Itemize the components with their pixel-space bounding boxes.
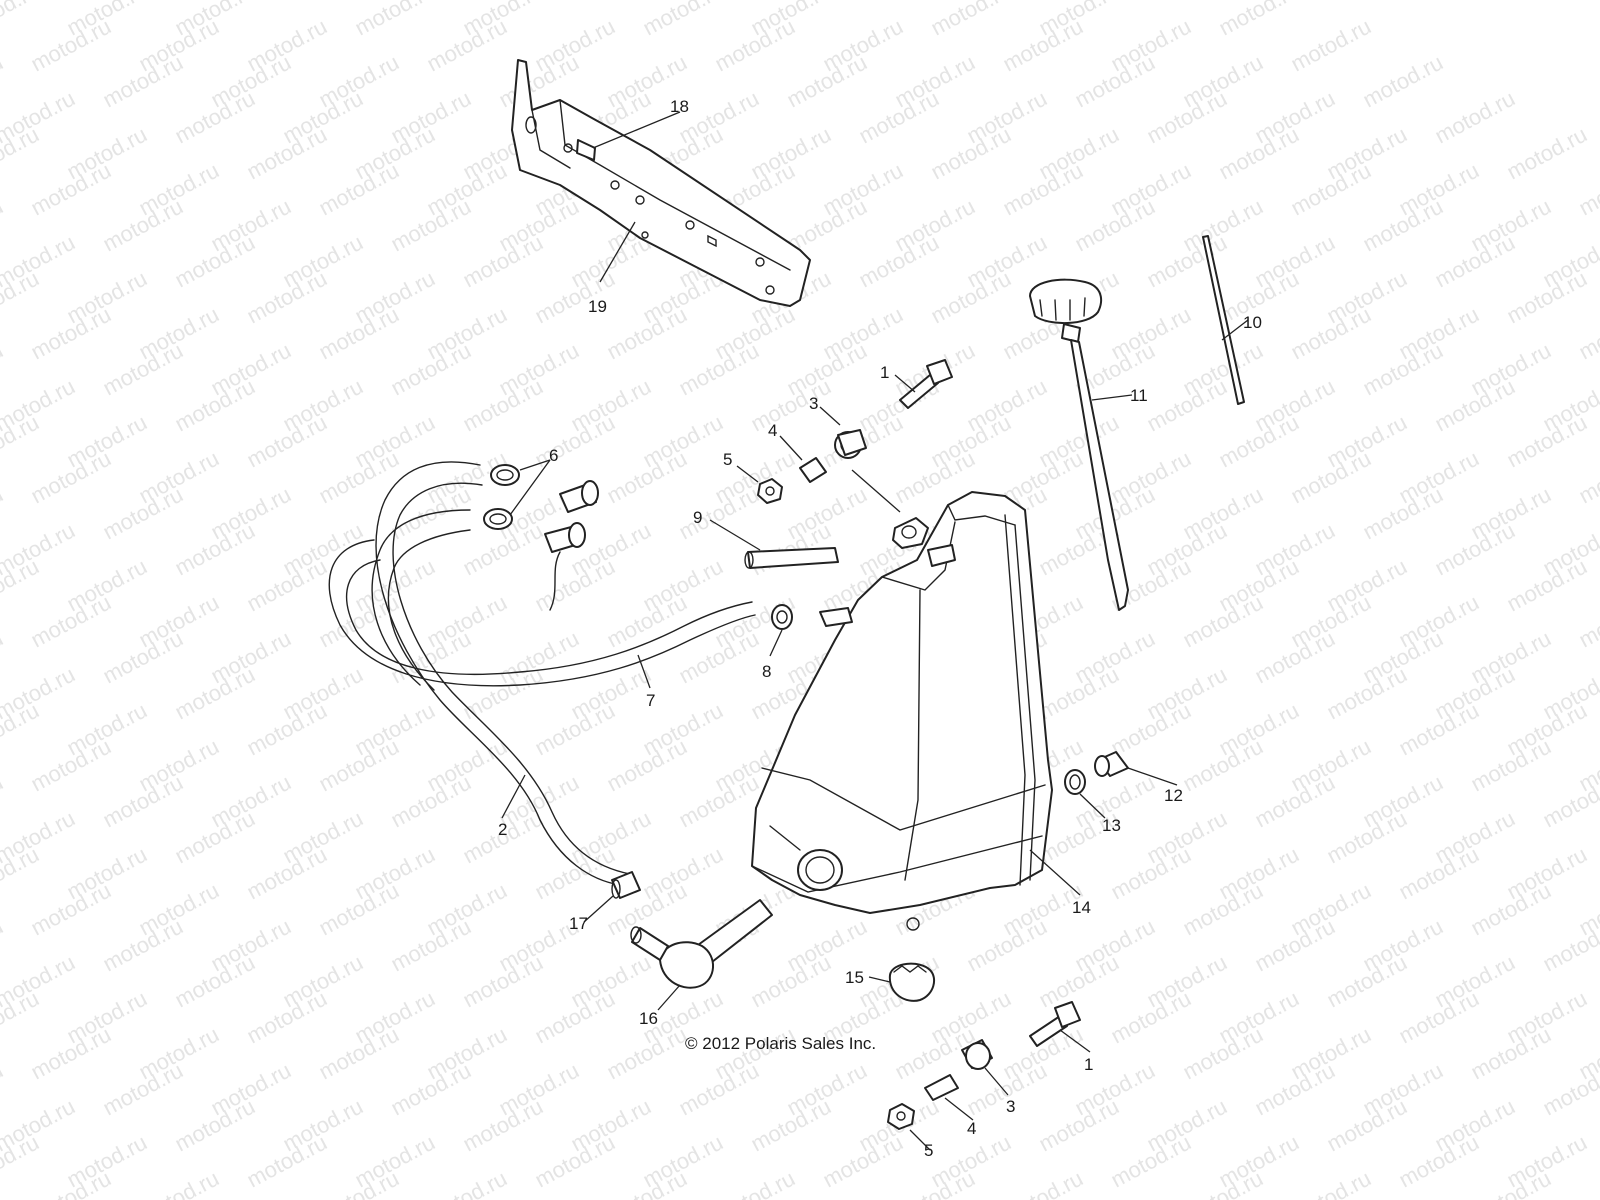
elbow-fitting [630,899,773,989]
callout-1-bottom: 1 [1084,1055,1093,1074]
watermark-text: motod.ru [567,0,655,4]
watermark-text: motod.ru [0,338,7,401]
callout-13: 13 [1102,816,1121,835]
spacer-bottom [924,1074,959,1101]
hose-clamps [483,464,520,530]
watermark-text: motod.ru [1575,590,1600,653]
watermark-text: motod.ru [279,0,367,4]
callout-9: 9 [693,508,702,527]
watermark-text: motod.ru [927,0,1015,40]
mounting-bracket [511,59,811,307]
nut-top [757,478,783,504]
watermark-text: motod.ru [1287,1166,1375,1200]
hose-fittings [544,480,599,611]
watermark-text: motod.ru [855,0,943,4]
bushing-bottom [961,1039,993,1070]
watermark-text: motod.ru [0,50,7,113]
watermark-text: motod.ru [1143,0,1231,4]
callout-labels: 18 19 1 3 4 5 6 9 8 7 2 10 11 12 13 14 1… [498,97,1262,1160]
watermark-text: motod.ru [1503,122,1591,185]
watermark-text: motod.ru [1215,0,1303,40]
oil-tank [751,491,1053,931]
callout-4-bottom: 4 [967,1119,976,1138]
watermark-text: motod.ru [711,1166,799,1200]
nut-bottom [887,1103,915,1130]
callout-10: 10 [1243,313,1262,332]
callout-3-top: 3 [809,394,818,413]
watermark-text: motod.ru [639,0,727,40]
bolt-bottom [1029,1001,1081,1047]
callout-2: 2 [498,820,507,839]
callout-5-bottom: 5 [924,1141,933,1160]
callout-1-top: 1 [880,363,889,382]
bushing-top [834,429,867,459]
short-hose [744,547,839,569]
dipstick [1029,278,1129,611]
callout-3-bottom: 3 [1006,1097,1015,1116]
callout-11: 11 [1130,386,1148,405]
callout-4-top: 4 [768,421,777,440]
washer [1064,769,1086,795]
watermark-text: motod.ru [0,482,7,545]
callout-18: 18 [670,97,689,116]
watermark-text: motod.ru [999,1166,1087,1200]
sleeve-17 [611,871,641,899]
clamp-8 [771,604,793,630]
watermark-text: motod.ru [0,770,7,833]
watermark-text: motod.ru [351,0,439,40]
watermark-text: motod.ru [423,1166,511,1200]
callout-6: 6 [549,446,558,465]
watermark-text: motod.ru [1575,1166,1600,1200]
callout-5-top: 5 [723,450,732,469]
callout-15: 15 [845,968,864,987]
grommet [888,962,936,1002]
watermark-text: motod.ru [0,194,7,257]
leader-lines [501,111,1249,1151]
watermark-text: motod.ru [1287,14,1375,77]
watermark-text: motod.ru [1575,446,1600,509]
callout-14: 14 [1072,898,1091,917]
callout-19: 19 [588,297,607,316]
callout-12: 12 [1164,786,1183,805]
callout-16: 16 [639,1009,658,1028]
watermark-text: motod.ru [0,914,7,977]
bolt-top [899,359,953,409]
long-hoses [328,461,756,886]
watermark-text: motod.ru [0,626,7,689]
watermark-text: motod.ru [1359,50,1447,113]
watermark-text: motod.ru [0,0,43,40]
callout-17: 17 [569,914,588,933]
callout-7: 7 [646,691,655,710]
spacer-top [799,457,827,483]
watermark-text: motod.ru [135,1166,223,1200]
watermark-text: motod.ru [1575,302,1600,365]
watermark-text: motod.ru [0,1058,7,1121]
rod [1202,235,1245,405]
copyright-text: © 2012 Polaris Sales Inc. [685,1034,876,1053]
watermark-text: motod.ru [1431,86,1519,149]
callout-8: 8 [762,662,771,681]
watermark-text: motod.ru [1575,158,1600,221]
